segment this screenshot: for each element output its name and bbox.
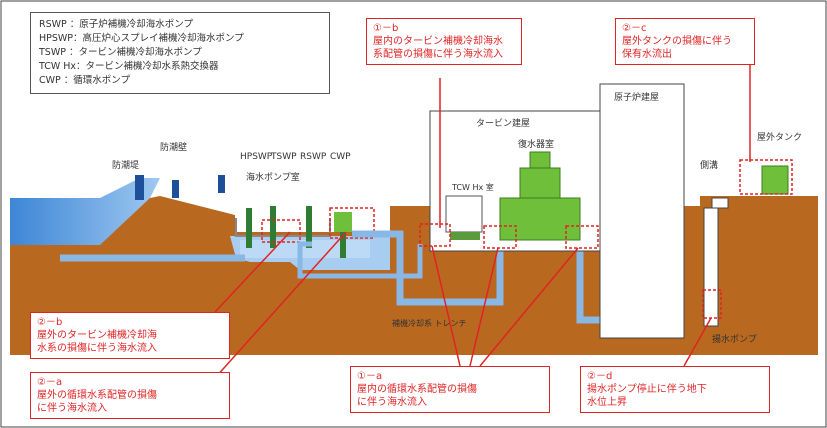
outdoor-tank <box>761 165 789 195</box>
callout-1b-label: ①－b <box>373 23 399 34</box>
tank-damage-zone <box>739 159 793 195</box>
leader-1a-2 <box>469 247 499 367</box>
label-rswp: RSWP <box>300 152 327 162</box>
tide-barrier-block-1 <box>172 180 179 198</box>
label-outdoor-tank: 屋外タンク <box>757 131 802 143</box>
tcw-damage-zone <box>419 223 451 247</box>
callout-1a-text: 屋内の循環水系配管の損傷 に伴う海水流入 <box>357 384 477 408</box>
condenser-upper <box>519 167 561 199</box>
label-seawall: 防潮堤 <box>112 159 139 171</box>
callout-2b: ②－b 屋外のタービン補機冷却海 水系の損傷に伴う海水流入 <box>30 312 230 359</box>
condenser-body <box>499 197 581 241</box>
tide-barrier-block-2 <box>218 175 225 193</box>
cwp-damage-zone <box>329 207 375 239</box>
callout-2b-label: ②－b <box>37 317 63 328</box>
legend-row: TCW Hx：タービン補機冷却水系熱交換器 <box>39 61 219 72</box>
label-lift-pump: 揚水ポンプ <box>712 333 757 345</box>
rswp-pump <box>306 206 312 248</box>
label-turbine-building: タービン建屋 <box>476 117 530 129</box>
callout-2a: ②－a 屋外の循環水系配管の損傷 に伴う海水流入 <box>30 372 230 419</box>
condenser-top <box>529 151 551 169</box>
callout-2a-label: ②－a <box>37 377 63 388</box>
sea <box>10 178 160 245</box>
callout-1b-text: 屋内のタービン補機冷却海水 系配管の損傷に伴う海水流入 <box>373 36 503 60</box>
label-pump-room: 海水ポンプ室 <box>246 171 300 183</box>
label-trench: 補機冷却系 トレンチ <box>392 318 467 328</box>
callout-2a-text: 屋外の循環水系配管の損傷 に伴う海水流入 <box>37 390 157 414</box>
condenser-left-damage-zone <box>483 225 517 249</box>
callout-2d-label: ②－d <box>587 371 613 382</box>
leader-2b <box>214 231 291 313</box>
condenser-right-damage-zone <box>565 225 599 249</box>
leader-1a-1 <box>431 245 461 367</box>
label-reactor-building: 原子炉建屋 <box>614 91 659 103</box>
callout-1a-label: ①－a <box>357 371 383 382</box>
tswp-pump <box>270 206 276 248</box>
lift-pump-well <box>703 207 719 327</box>
callout-2d: ②－d 揚水ポンプ停止に伴う地下 水位上昇 <box>580 366 770 413</box>
lift-pump-damage-zone <box>702 289 722 319</box>
leader-1a-3 <box>479 247 579 367</box>
callout-2c-text: 屋外タンクの損傷に伴う 保有水流出 <box>622 36 732 60</box>
tcw-hx-unit <box>450 232 480 240</box>
legend-row: HPSWP：高圧炉心スプレイ補機冷却海水ポンプ <box>39 33 244 44</box>
pump-room-wall <box>235 218 331 237</box>
label-tide-barrier: 防潮壁 <box>160 141 187 153</box>
label-hpswp: HPSWP <box>240 152 273 162</box>
drainage-ditch <box>711 197 729 209</box>
seawall-block <box>135 175 144 200</box>
label-drainage: 側溝 <box>700 159 718 171</box>
legend-row: RSWP ：原子炉補機冷却海水ポンプ <box>39 19 193 30</box>
legend-row: CWP ：循環水ポンプ <box>39 75 130 86</box>
hpswp-pump <box>246 208 252 248</box>
turbine-cooling-pipe <box>297 241 423 279</box>
callout-1b: ①－b 屋内のタービン補機冷却海水 系配管の損傷に伴う海水流入 <box>366 18 522 65</box>
cwp-pump <box>334 212 352 232</box>
callout-2c-label: ②－c <box>622 23 647 34</box>
callout-2d-text: 揚水ポンプ停止に伴う地下 水位上昇 <box>587 384 707 408</box>
legend-box: RSWP ：原子炉補機冷却海水ポンプ HPSWP：高圧炉心スプレイ補機冷却海水ポ… <box>30 12 330 94</box>
callout-1a: ①－a 屋内の循環水系配管の損傷 に伴う海水流入 <box>350 366 550 413</box>
cwp-shaft <box>340 232 346 258</box>
label-tswp: TSWP <box>270 152 297 162</box>
callout-2c: ②－c 屋外タンクの損傷に伴う 保有水流出 <box>615 18 755 65</box>
label-cwp: CWP <box>330 152 351 162</box>
leader-2a <box>214 231 347 379</box>
callout-2b-text: 屋外のタービン補機冷却海 水系の損傷に伴う海水流入 <box>37 330 157 354</box>
reactor-building <box>599 83 685 339</box>
label-condenser: 復水器室 <box>518 138 554 150</box>
tcw-hx-room <box>445 195 483 233</box>
leader-2d <box>683 317 712 367</box>
label-tcw-room: TCW Hx 室 <box>451 182 494 192</box>
legend-row: TSWP ：タービン補機冷却海水ポンプ <box>39 47 202 58</box>
